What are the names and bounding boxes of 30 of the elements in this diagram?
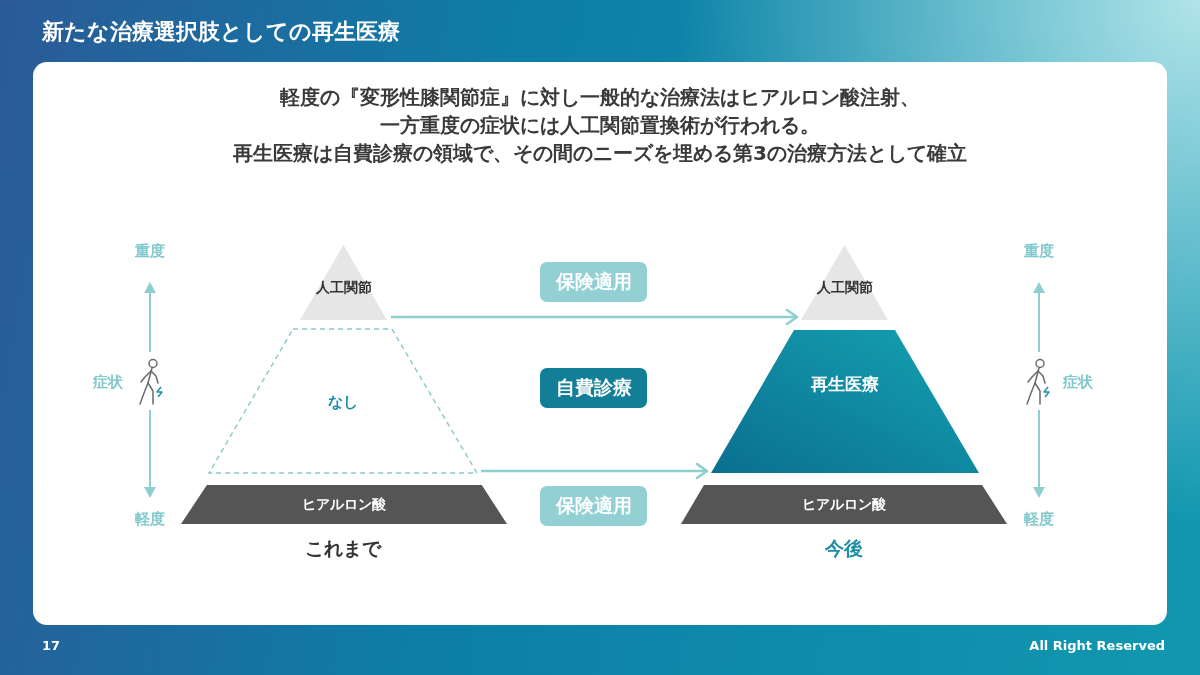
page-number: 17 (42, 637, 61, 653)
tier-label: なし (328, 392, 358, 412)
dashed-trapezoid (208, 328, 478, 474)
arrow (391, 308, 799, 326)
tier-label: 人工関節 (816, 279, 873, 298)
tier-label: ヒアルロン酸 (302, 495, 386, 514)
triangle-tier (299, 244, 388, 320)
axis-label: 軽度 (1024, 509, 1054, 529)
category-tag: 自費診療 (540, 368, 647, 408)
summary-text: 軽度の『変形性膝関節症』に対し一般的な治療法はヒアルロン酸注射、一方重度の症状には人工関節置換術が行われる。 (279, 84, 921, 139)
tier-label: ヒアルロン酸 (802, 495, 886, 514)
tier-label: 人工関節 (315, 279, 372, 298)
axis-label: 重度 (135, 241, 165, 261)
category-tag: 保険適用 (540, 486, 647, 526)
trapezoid-tier (680, 484, 1008, 525)
axis-label: 症状 (93, 372, 123, 392)
pyramid-caption: 今後 (825, 536, 863, 561)
pyramid-caption: これまで (305, 536, 381, 561)
trapezoid-tier (180, 484, 508, 525)
axis-label: 重度 (1024, 241, 1054, 261)
slide-title: 新たな治療選択肢としての再生医療 (42, 18, 400, 46)
axis-label: 症状 (1063, 372, 1093, 392)
trapezoid-tier (710, 329, 980, 474)
arrow (481, 462, 709, 480)
summary-text: 再生医療は自費診療の領域で、その間のニーズを埋める第3の治療方法として確立 (233, 140, 967, 167)
tier-label: 再生医療 (811, 372, 879, 396)
triangle-tier (800, 244, 889, 320)
category-tag: 保険適用 (540, 262, 647, 302)
copyright-text: All Right Reserved (1029, 637, 1165, 653)
axis-label: 軽度 (135, 509, 165, 529)
